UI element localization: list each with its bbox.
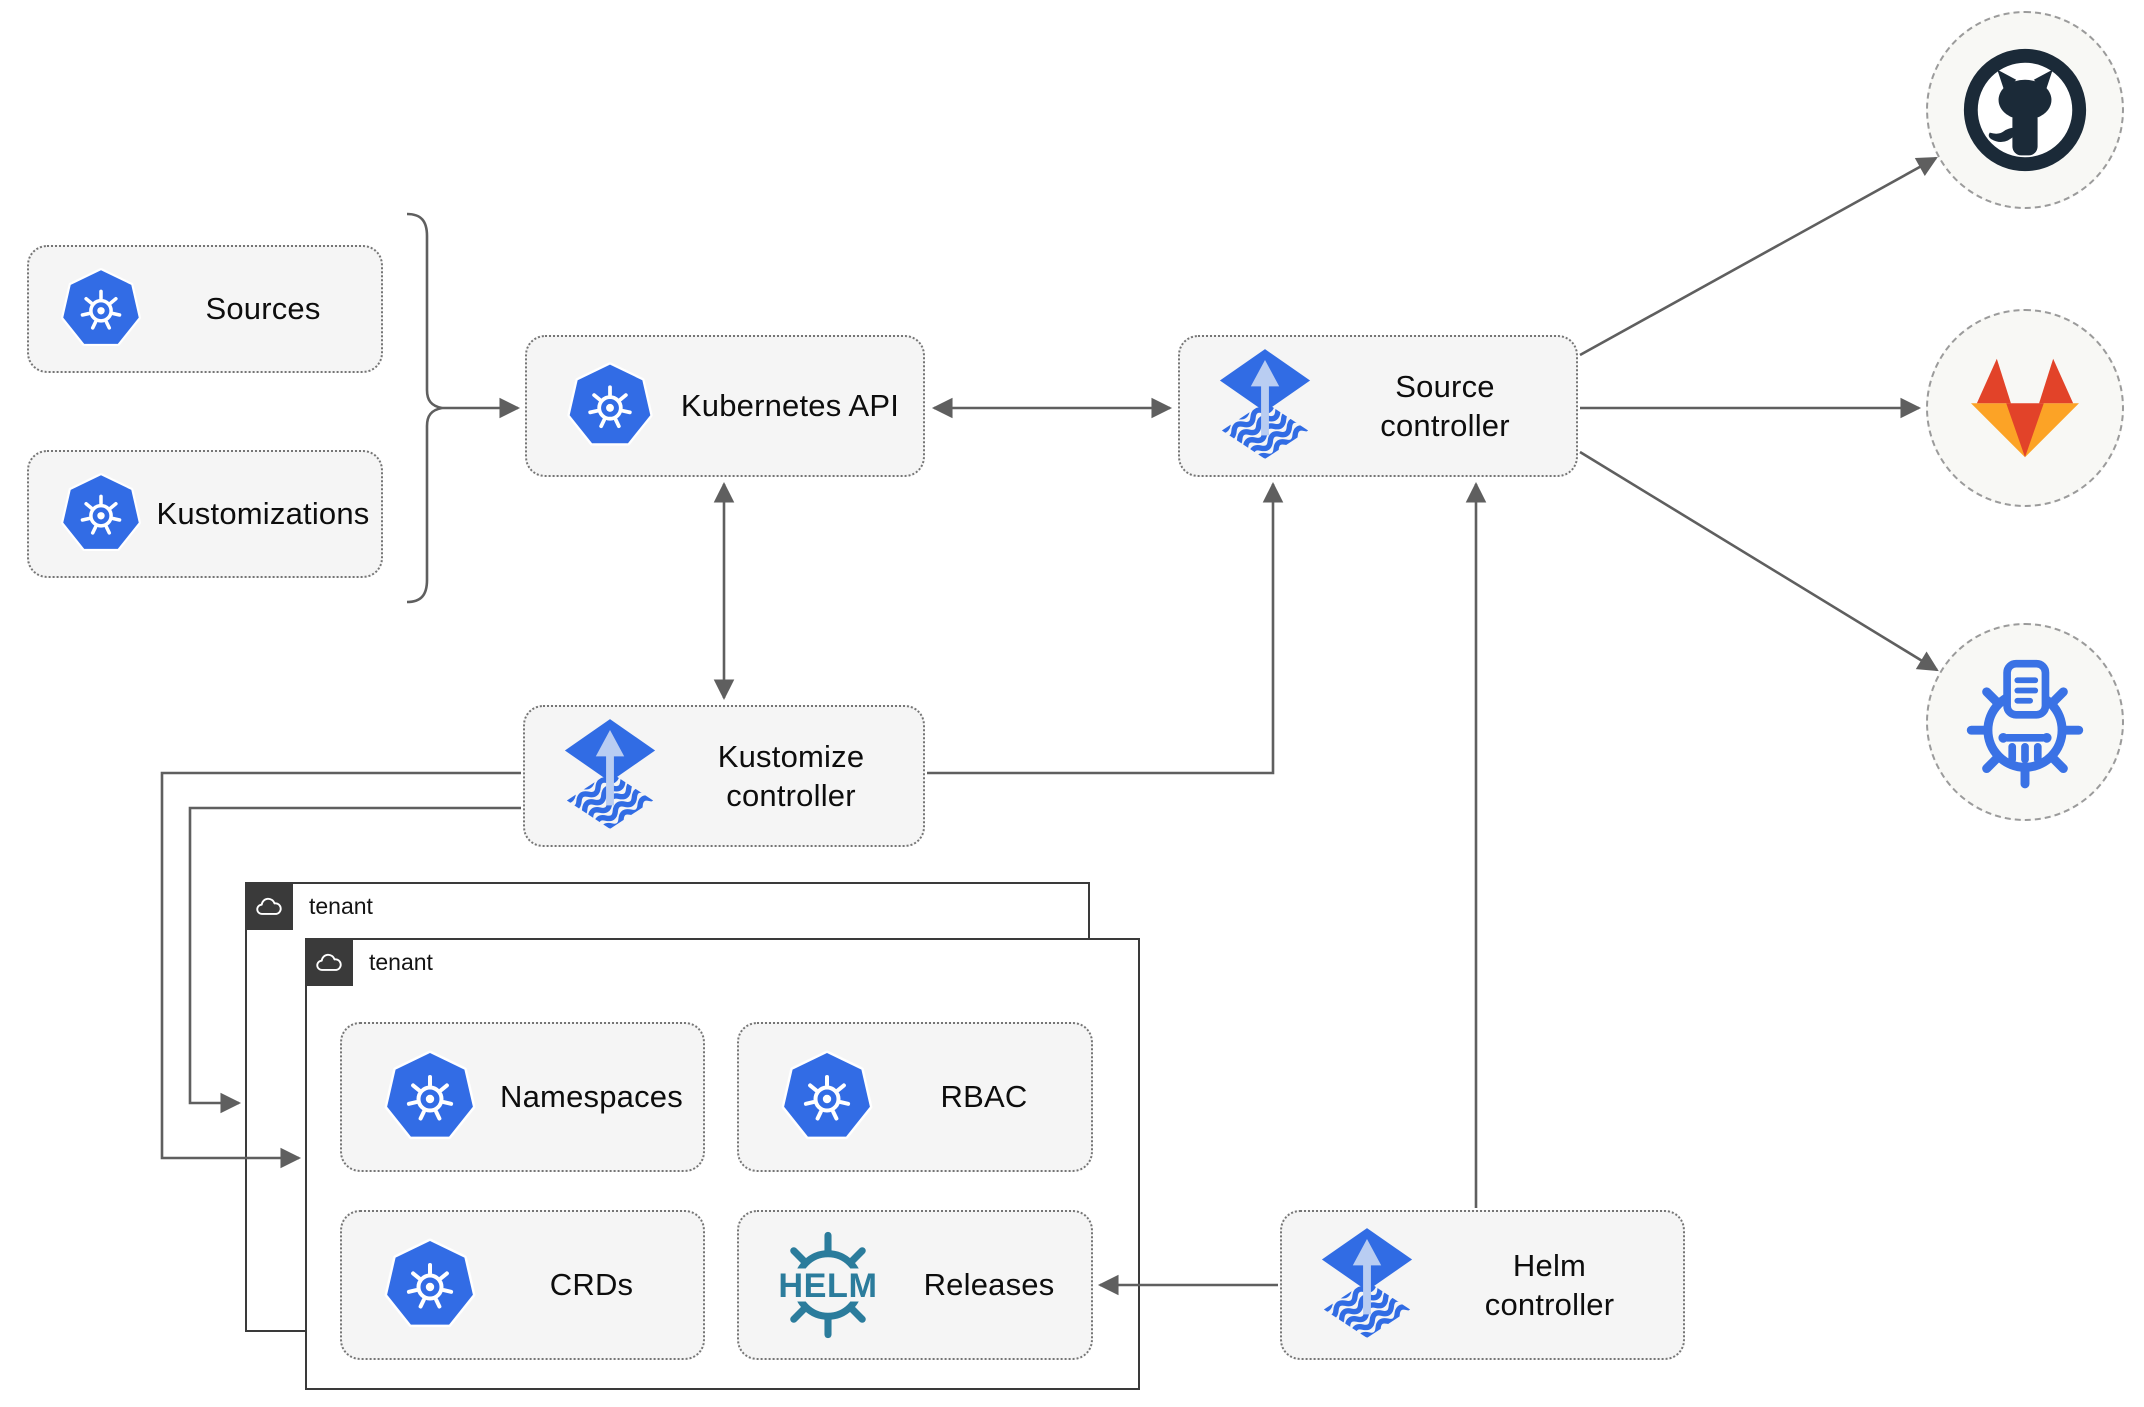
github-icon xyxy=(1962,47,2088,173)
tenant-badge xyxy=(246,883,293,930)
edge-kustomize-source xyxy=(927,481,1284,775)
node-label: Releases xyxy=(923,1267,1055,1302)
cloud-icon xyxy=(254,894,285,919)
node-releases: Releases xyxy=(737,1210,1093,1360)
kubernetes-icon xyxy=(380,1235,480,1335)
node-source-controller: Source controller xyxy=(1178,335,1578,477)
node-kustomizations: Kustomizations xyxy=(27,450,383,578)
node-rbac: RBAC xyxy=(737,1022,1093,1172)
tenant-label: tenant xyxy=(309,893,373,919)
external-gitlab xyxy=(1926,309,2124,507)
node-label: Kustomizations xyxy=(156,496,370,531)
kubernetes-icon xyxy=(57,470,145,558)
edge-source-chartmuseum xyxy=(1579,450,1939,672)
kubernetes-icon xyxy=(563,359,657,453)
node-label: Source controller xyxy=(1380,369,1510,443)
flux-icon xyxy=(1318,1226,1416,1344)
node-label: Kubernetes API xyxy=(680,388,900,423)
kubernetes-icon xyxy=(777,1047,877,1147)
node-crds: CRDs xyxy=(340,1210,705,1360)
chartmuseum-icon xyxy=(1961,656,2089,789)
node-label: Namespaces xyxy=(500,1079,683,1114)
node-helm-controller: Helm controller xyxy=(1280,1210,1685,1360)
edge-source-github xyxy=(1579,156,1938,357)
node-kubernetes-api: Kubernetes API xyxy=(525,335,925,477)
node-label: Helm controller xyxy=(1484,1248,1615,1322)
external-github xyxy=(1926,11,2124,209)
node-namespaces: Namespaces xyxy=(340,1022,705,1172)
gitlab-icon xyxy=(1966,354,2084,462)
external-chartmuseum xyxy=(1926,623,2124,821)
helm-icon xyxy=(769,1226,887,1344)
flux-icon xyxy=(561,717,659,835)
tenant-badge xyxy=(306,939,353,986)
tenant-label: tenant xyxy=(369,949,433,975)
kubernetes-icon xyxy=(380,1047,480,1147)
node-label: RBAC xyxy=(940,1079,1028,1114)
edge-brace xyxy=(406,212,443,604)
kubernetes-icon xyxy=(57,265,145,353)
node-sources: Sources xyxy=(27,245,383,373)
node-label: Kustomize controller xyxy=(717,739,865,813)
node-label: Sources xyxy=(205,291,321,326)
node-kustomize-controller: Kustomize controller xyxy=(523,705,925,847)
node-label: CRDs xyxy=(549,1267,634,1302)
cloud-icon xyxy=(314,950,345,975)
flux-icon xyxy=(1216,347,1314,465)
